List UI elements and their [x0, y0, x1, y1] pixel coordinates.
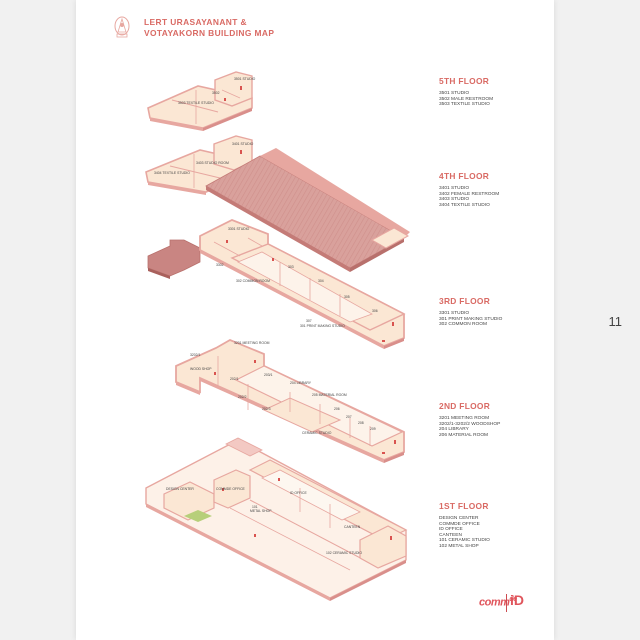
- floor-plan-5: 3501 STUDIO 3503 TEXTILE STUDIO 3502: [147, 71, 256, 131]
- floor-title: 1ST FLOOR: [439, 501, 489, 511]
- university-seal-icon: [114, 16, 130, 38]
- room-label: 3404 TEXTILE STUDIO: [154, 171, 190, 175]
- room-label: 102 CERAMIC STUDIO: [326, 551, 362, 555]
- room-label: 3401 STUDIO: [232, 142, 254, 146]
- room-line: 3301 STUDIO: [439, 311, 470, 316]
- room-line: 3501 STUDIO: [439, 91, 470, 96]
- id-logo: iD: [510, 592, 524, 608]
- room-line: 3502 MALE RESTROOM: [439, 96, 494, 102]
- room-line: 3403 STUDIO: [439, 197, 470, 203]
- room-label: 3501 STUDIO: [234, 77, 256, 81]
- room-label: 3301 STUDIO: [228, 227, 250, 231]
- floor-title: 5TH FLOOR: [439, 76, 490, 86]
- room-line: 3202/1-3202/2 WOODSHOP: [439, 421, 501, 427]
- room-label: 204 LIBRARY: [290, 381, 312, 385]
- floor-title: 3RD FLOOR: [439, 296, 491, 306]
- commde-logo-text: comm: [479, 596, 510, 609]
- floor-legend-1: 1ST FLOOR DESIGN CENTER COMMDE OFFICE ID…: [439, 501, 490, 550]
- room-label: COMMDE OFFICE: [216, 487, 246, 491]
- room-line: 301 PRINT MAKING STUDIO: [439, 316, 503, 322]
- room-label: 101: [252, 505, 258, 509]
- room-label: 202/2: [238, 395, 247, 399]
- room-line: 302 COMMON ROOM: [439, 322, 487, 328]
- room-label: 205 MATERIAL ROOM: [312, 393, 347, 397]
- room-label: 202/3: [262, 407, 271, 411]
- room-label: 3201 MEETING ROOM: [234, 341, 270, 345]
- room-line: 3401 STUDIO: [439, 186, 470, 191]
- room-label: 206: [334, 407, 340, 411]
- room-label: 307: [306, 319, 312, 323]
- room-label: 207: [346, 415, 352, 419]
- room-label: 209: [370, 427, 376, 431]
- room-label: 3502: [212, 91, 220, 95]
- room-label: 202/1: [230, 377, 239, 381]
- floor-plan-4: 3401 STUDIO 3403 STUDIO ROOM 3404 TEXTIL…: [145, 135, 410, 272]
- room-label: 305: [344, 295, 350, 299]
- floor-legend-5: 5TH FLOOR 3501 STUDIO 3502 MALE RESTROOM…: [439, 76, 493, 108]
- room-line: 3404 TEXTILE STUDIO: [439, 202, 490, 208]
- room-label: 304: [318, 279, 324, 283]
- room-line: ID OFFICE: [439, 527, 463, 533]
- room-label: 3403 STUDIO ROOM: [196, 161, 229, 165]
- room-line: 206 MATERIAL ROOM: [439, 432, 489, 438]
- room-line: 3402 FEMALE RESTROOM: [439, 191, 500, 197]
- room-label: ID OFFICE: [290, 491, 308, 495]
- room-label: METAL SHOP: [250, 509, 272, 513]
- floor-legend-3: 3RD FLOOR 3301 STUDIO 301 PRINT MAKING S…: [439, 296, 502, 328]
- room-label: CERAMIC STUDIO: [302, 431, 332, 435]
- floor-plan-3: 3301 STUDIO 3302 302 COMMON ROOM 303 304…: [147, 219, 406, 349]
- room-label: 203/1: [264, 373, 273, 377]
- room-label: WOOD SHOP: [190, 367, 212, 371]
- room-label: 301 PRINT MAKING STUDIO: [300, 324, 345, 328]
- commde-logo: commde: [479, 596, 517, 609]
- floor-legend-4: 4TH FLOOR 3401 STUDIO 3402 FEMALE RESTRO…: [439, 171, 499, 208]
- room-label: CANTEEN: [344, 525, 361, 529]
- room-label: DESIGN CENTER: [166, 487, 194, 491]
- floor-title: 4TH FLOOR: [439, 171, 490, 181]
- room-line: 101 CERAMIC STUDIO: [439, 538, 490, 544]
- room-line: DESIGN CENTER: [439, 516, 479, 521]
- room-line: 3503 TEXTILE STUDIO: [439, 102, 490, 108]
- logo-divider: [506, 594, 507, 612]
- room-label: 306: [372, 309, 378, 313]
- page-number: 11: [608, 314, 623, 329]
- room-label: 3503 TEXTILE STUDIO: [178, 101, 214, 105]
- room-line: 3201 MEETING ROOM: [439, 416, 490, 421]
- room-line: 102 METAL SHOP: [439, 543, 479, 549]
- map-title-line1: LERT URASAYANANT &: [144, 17, 247, 27]
- room-label: 302 COMMON ROOM: [236, 279, 270, 283]
- room-line: 204 LIBRARY: [439, 427, 469, 433]
- floor-title: 2ND FLOOR: [439, 401, 491, 411]
- map-title-line2: VOTAYAKORN BUILDING MAP: [144, 28, 275, 38]
- map-title: LERT URASAYANANT & VOTAYAKORN BUILDING M…: [144, 17, 344, 39]
- commde-logo-sup: de: [509, 596, 517, 603]
- room-line: COMMDE OFFICE: [439, 521, 480, 527]
- room-label: 3302: [216, 263, 224, 267]
- floor-plan-1: DESIGN CENTER COMMDE OFFICE ID OFFICE 10…: [145, 437, 408, 601]
- floor-legend-2: 2ND FLOOR 3201 MEETING ROOM 3202/1-3202/…: [439, 401, 500, 438]
- room-line: CANTEEN: [439, 532, 462, 538]
- room-label: 3202/1: [190, 353, 200, 357]
- floor-plan-2: 3201 MEETING ROOM 3202/1 WOOD SHOP 202/1…: [175, 339, 405, 463]
- room-label: 208: [358, 421, 364, 425]
- room-label: 303: [288, 265, 294, 269]
